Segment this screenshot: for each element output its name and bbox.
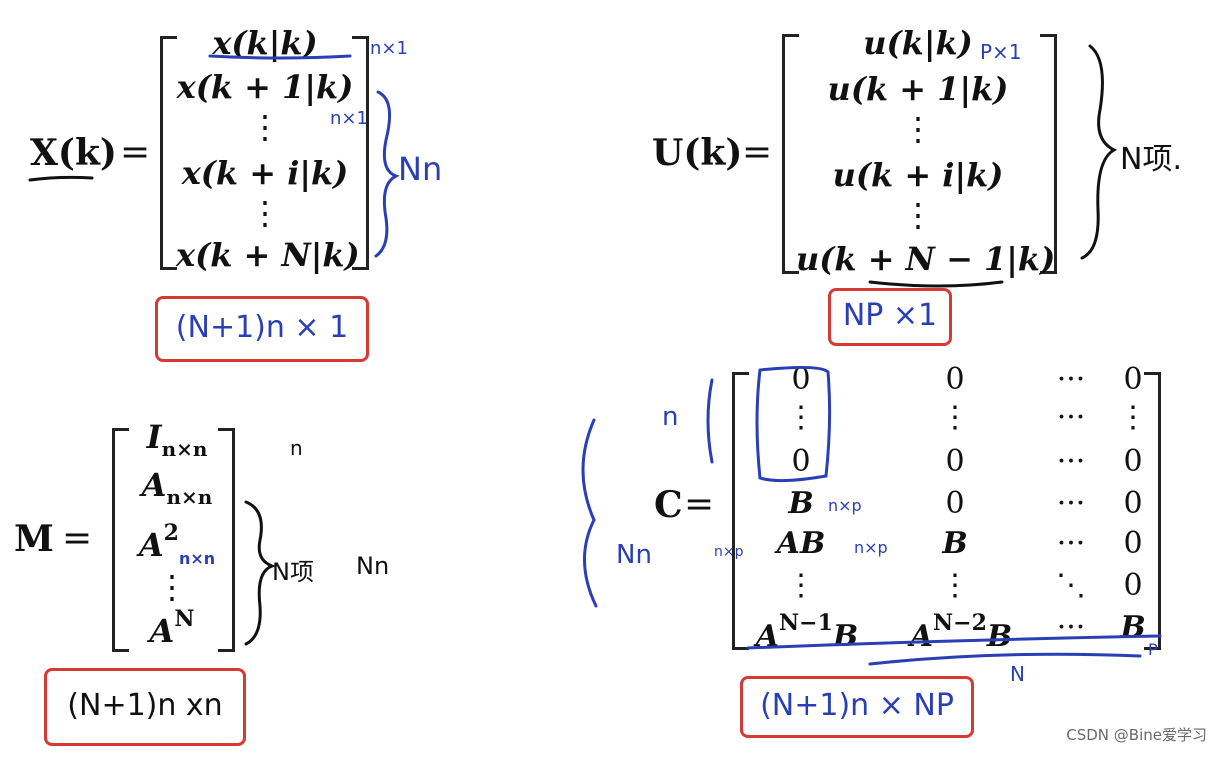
c-r2-c0: 0 — [791, 444, 811, 479]
c-dim-label: (N+1)n × NP — [760, 688, 954, 723]
c-first-col-box — [755, 365, 832, 483]
c-r4-c1: B — [942, 526, 968, 561]
superscript: N−1 — [779, 610, 833, 636]
u-vector-lhs: U(k) — [652, 132, 743, 174]
m-row-4: AN — [149, 606, 195, 650]
u-vector-row-4: ⋮ — [902, 196, 934, 234]
c-annot-nxp-2: n×p — [714, 544, 744, 560]
c-r4-c2: ··· — [1056, 526, 1086, 561]
m-row-1: An×n — [141, 466, 213, 509]
u-vector-row-3: u(k + i|k) — [832, 156, 1004, 194]
u-annot-brace: N项. — [1120, 142, 1182, 177]
c-left-brace-n — [706, 378, 714, 464]
x-top-underline — [208, 54, 352, 60]
x-dim-label: (N+1)n × 1 — [175, 310, 349, 345]
c-r3-c3: 0 — [1123, 486, 1143, 521]
u-vector-equals: = — [742, 132, 773, 173]
m-dim-box: (N+1)n xn — [44, 668, 246, 746]
m-matrix-equals: = — [62, 518, 93, 559]
c-r0-c1: 0 — [945, 362, 965, 397]
u-brace-stroke — [1080, 44, 1118, 260]
u-vector-right-bracket — [1040, 34, 1057, 274]
m-matrix-right-bracket — [218, 428, 235, 652]
x-lhs-underline — [28, 175, 94, 182]
x-vector-row-1: x(k + 1|k) — [176, 68, 354, 106]
c-r3-c1: 0 — [945, 486, 965, 521]
m-row-0: In×n — [146, 418, 208, 461]
m-row-2: A2n×n — [138, 520, 216, 568]
c-r2-c3: 0 — [1123, 444, 1143, 479]
c-r5-c3: 0 — [1123, 568, 1143, 603]
c-r4-c0: AB — [776, 526, 826, 561]
c-left-brace-Nn — [581, 418, 598, 608]
c-r1-c3: ⋮ — [1118, 400, 1148, 435]
x-vector-equals: = — [120, 132, 151, 173]
c-r4-c3: 0 — [1123, 526, 1143, 561]
m-matrix-left-bracket — [112, 428, 129, 652]
x-dim-box: (N+1)n × 1 — [155, 296, 369, 362]
m-row-3: ⋮ — [156, 568, 188, 606]
x-annot-brace: Nn — [398, 150, 443, 188]
x-vector-row-3: x(k + i|k) — [181, 154, 349, 192]
c-r3-c2: ··· — [1056, 486, 1086, 521]
c-r6-c1: AN−2B — [909, 610, 1013, 654]
x-vector-row-5: x(k + N|k) — [176, 236, 360, 274]
c-dim-box: (N+1)n × NP — [740, 676, 974, 738]
u-annot-top: P×1 — [980, 40, 1022, 64]
c-matrix-lhs: C — [654, 484, 683, 526]
m-matrix-lhs: M — [14, 518, 54, 560]
c-r1-c2: ··· — [1056, 400, 1086, 435]
x-vector-left-bracket — [160, 36, 177, 270]
c-r1-c0: ⋮ — [786, 400, 816, 435]
c-matrix-left-bracket — [732, 372, 749, 650]
c-r2-c1: 0 — [945, 444, 965, 479]
u-vector-left-bracket — [782, 34, 799, 274]
c-annot-N: N — [1010, 662, 1025, 686]
c-r5-c0: ⋮ — [786, 568, 816, 603]
c-bottom-underline — [746, 634, 1162, 650]
m-brace-stroke — [244, 500, 277, 646]
u-vector-row-2: ⋮ — [902, 110, 934, 148]
c-annot-P: P — [1148, 640, 1158, 659]
x-annot-top: n×1 — [370, 38, 408, 59]
c-bottom-brace — [868, 652, 1142, 666]
u-bottom-underline — [868, 280, 1004, 288]
c-r6-c3: B — [1120, 610, 1146, 645]
c-annot-n: n — [662, 402, 679, 432]
c-r3-c0: B — [788, 486, 814, 521]
u-vector-row-0: u(k|k) — [863, 24, 973, 62]
x-vector-row-4: ⋮ — [249, 194, 281, 232]
c-r1-c1: ⋮ — [940, 400, 970, 435]
c-annot-Nn: Nn — [616, 540, 652, 570]
c-r0-c0: 0 — [791, 362, 811, 397]
c-annot-nxp-3: n×p — [854, 538, 888, 557]
c-r5-c2: ⋱ — [1056, 568, 1086, 603]
m-annot-brace2: Nn — [356, 552, 390, 580]
x-annot-mid: n×1 — [330, 108, 368, 129]
c-matrix-equals: = — [684, 484, 715, 525]
x-brace-stroke — [374, 90, 400, 258]
c-r5-c1: ⋮ — [940, 568, 970, 603]
x-vector-right-bracket — [352, 36, 369, 270]
m-annot-n: n — [290, 436, 303, 460]
c-r0-c2: ··· — [1056, 362, 1086, 397]
u-dim-box: NP ×1 — [828, 288, 952, 346]
c-matrix-right-bracket — [1144, 372, 1161, 650]
c-r2-c2: ··· — [1056, 444, 1086, 479]
u-vector-row-1: u(k + 1|k) — [827, 70, 1009, 108]
x-vector-row-2: ⋮ — [249, 108, 281, 146]
c-r6-c0: AN−1B — [755, 610, 859, 654]
watermark: CSDN @Bine爱学习 — [1066, 726, 1207, 744]
c-r0-c3: 0 — [1123, 362, 1143, 397]
superscript: N−2 — [933, 610, 987, 636]
u-vector-row-5: u(k + N − 1|k) — [796, 240, 1056, 278]
u-dim-label: NP ×1 — [842, 298, 938, 333]
m-dim-label: (N+1)n xn — [67, 688, 223, 723]
m-annot-brace: N项 — [272, 558, 314, 586]
x-vector-lhs: X(k) — [30, 132, 117, 174]
c-annot-nxp-1: n×p — [828, 496, 862, 515]
